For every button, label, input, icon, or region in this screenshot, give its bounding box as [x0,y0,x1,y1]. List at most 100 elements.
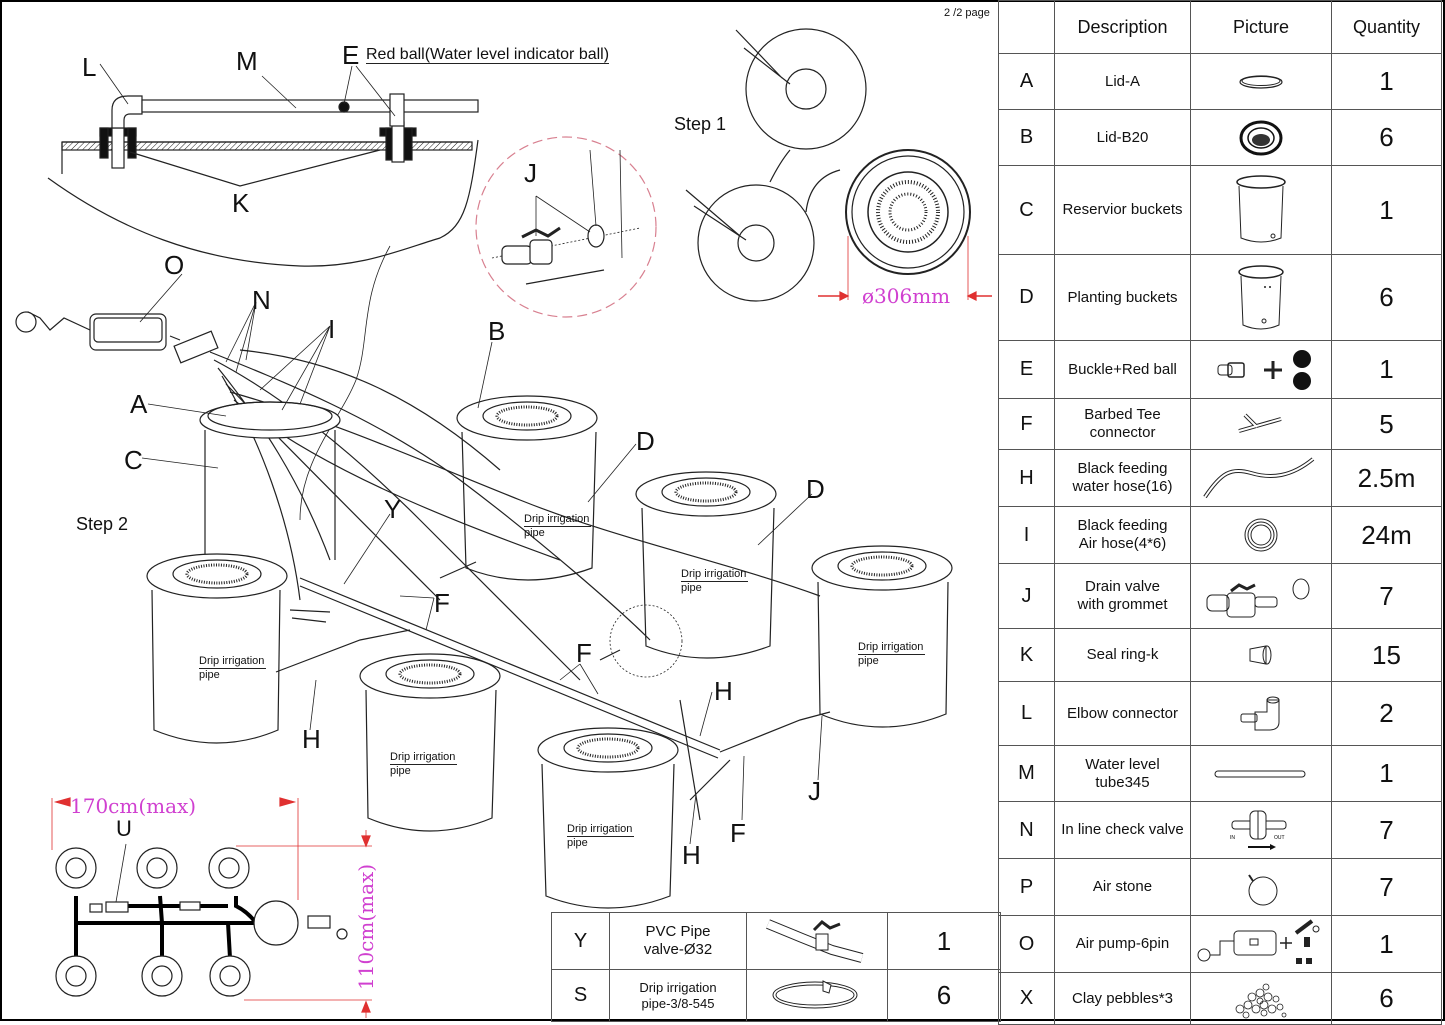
row-description: Reservior buckets [1054,165,1191,255]
seal-ring-icon [1190,628,1332,682]
drain-valve-icon [1190,563,1332,629]
row-letter: P [998,858,1055,916]
row-description: Planting buckets [1054,254,1191,341]
lid-ring-icon [1190,53,1332,110]
row-letter: N [998,801,1055,859]
row-letter: D [998,254,1055,341]
air-pump-icon [1190,915,1332,973]
row-description: Lid-B20 [1054,109,1191,166]
hose-icon [1190,449,1332,507]
row-quantity: 1 [887,912,1001,970]
row-quantity: 1 [1331,915,1442,973]
label-C: C [124,445,143,475]
row-letter: A [998,53,1055,110]
label-J: J [808,776,821,806]
row-letter: Y [551,912,610,970]
row-letter: H [998,449,1055,507]
pvc-valve-icon [746,912,888,970]
row-quantity: 1 [1331,53,1442,110]
row-description: Lid-A [1054,53,1191,110]
width-dimension: 170cm(max) [70,794,197,818]
layout-plan [51,797,372,1018]
row-letter: M [998,745,1055,802]
table-row: C Reservior buckets 1 [998,165,1442,255]
bucket-icon [1190,254,1332,341]
row-letter: C [998,165,1055,255]
height-dimension: 110cm(max) [354,863,378,990]
label-K: K [232,188,250,218]
coiled-hose-icon [1190,506,1332,564]
label-L: L [82,52,97,82]
label-N: N [252,285,271,315]
label-M: M [236,46,258,76]
table-row: B Lid-B20 6 [998,109,1442,166]
row-letter: I [998,506,1055,564]
label-H-3: H [682,840,701,870]
row-quantity: 24m [1331,506,1442,564]
label-F-3: F [730,818,746,848]
step-2-title: Step 2 [76,514,129,534]
row-letter: B [998,109,1055,166]
table-row: P Air stone 7 [998,858,1442,916]
parts-table: Description Picture Quantity A Lid-A 1 B… [998,0,1442,1025]
row-quantity: 2.5m [1331,449,1442,507]
table-row: O Air pump-6pin 1 [998,915,1442,973]
row-quantity: 1 [1331,745,1442,802]
row-letter: J [998,563,1055,629]
row-quantity: 6 [1331,972,1442,1025]
elbow-icon [1190,681,1332,746]
row-quantity: 2 [1331,681,1442,746]
buckle-ball-icon [1190,340,1332,399]
row-description: Clay pebbles*3 [1054,972,1191,1025]
label-Y: Y [384,494,402,524]
row-quantity: 7 [1331,801,1442,859]
row-quantity: 15 [1331,628,1442,682]
row-quantity: 5 [1331,398,1442,450]
pebbles-icon [1190,972,1332,1025]
water-level-detail [47,63,479,267]
header-quantity: Quantity [1331,0,1442,54]
row-letter: S [551,969,610,1022]
header-picture: Picture [1190,0,1332,54]
bucket-front [537,727,679,909]
check-valve-out-label: OUT [1274,835,1285,841]
row-letter: X [998,972,1055,1025]
tee-connector-icon [1190,398,1332,450]
diameter-dimension: ø306mm [862,284,951,308]
label-H-2: H [714,676,733,706]
table-row: L Elbow connector 2 [998,681,1442,746]
label-F-1: F [434,588,450,618]
table-row: E Buckle+Red ball 1 [998,340,1442,399]
row-description: Buckle+Red ball [1054,340,1191,399]
row-description: Air stone [1054,858,1191,916]
row-quantity: 6 [1331,109,1442,166]
row-description: Air pump-6pin [1054,915,1191,973]
table-row: D Planting buckets 6 [998,254,1442,341]
drip-pipe-icon [746,969,888,1022]
header-letter [998,0,1055,54]
bucket-middle [359,653,501,832]
table-row: X Clay pebbles*3 6 [998,972,1442,1025]
bucket-B [456,395,598,581]
label-J-detail: J [524,158,537,188]
red-ball-caption: Red ball(Water level indicator ball) [366,46,610,64]
tube-icon [1190,745,1332,802]
label-E: E [342,40,360,70]
